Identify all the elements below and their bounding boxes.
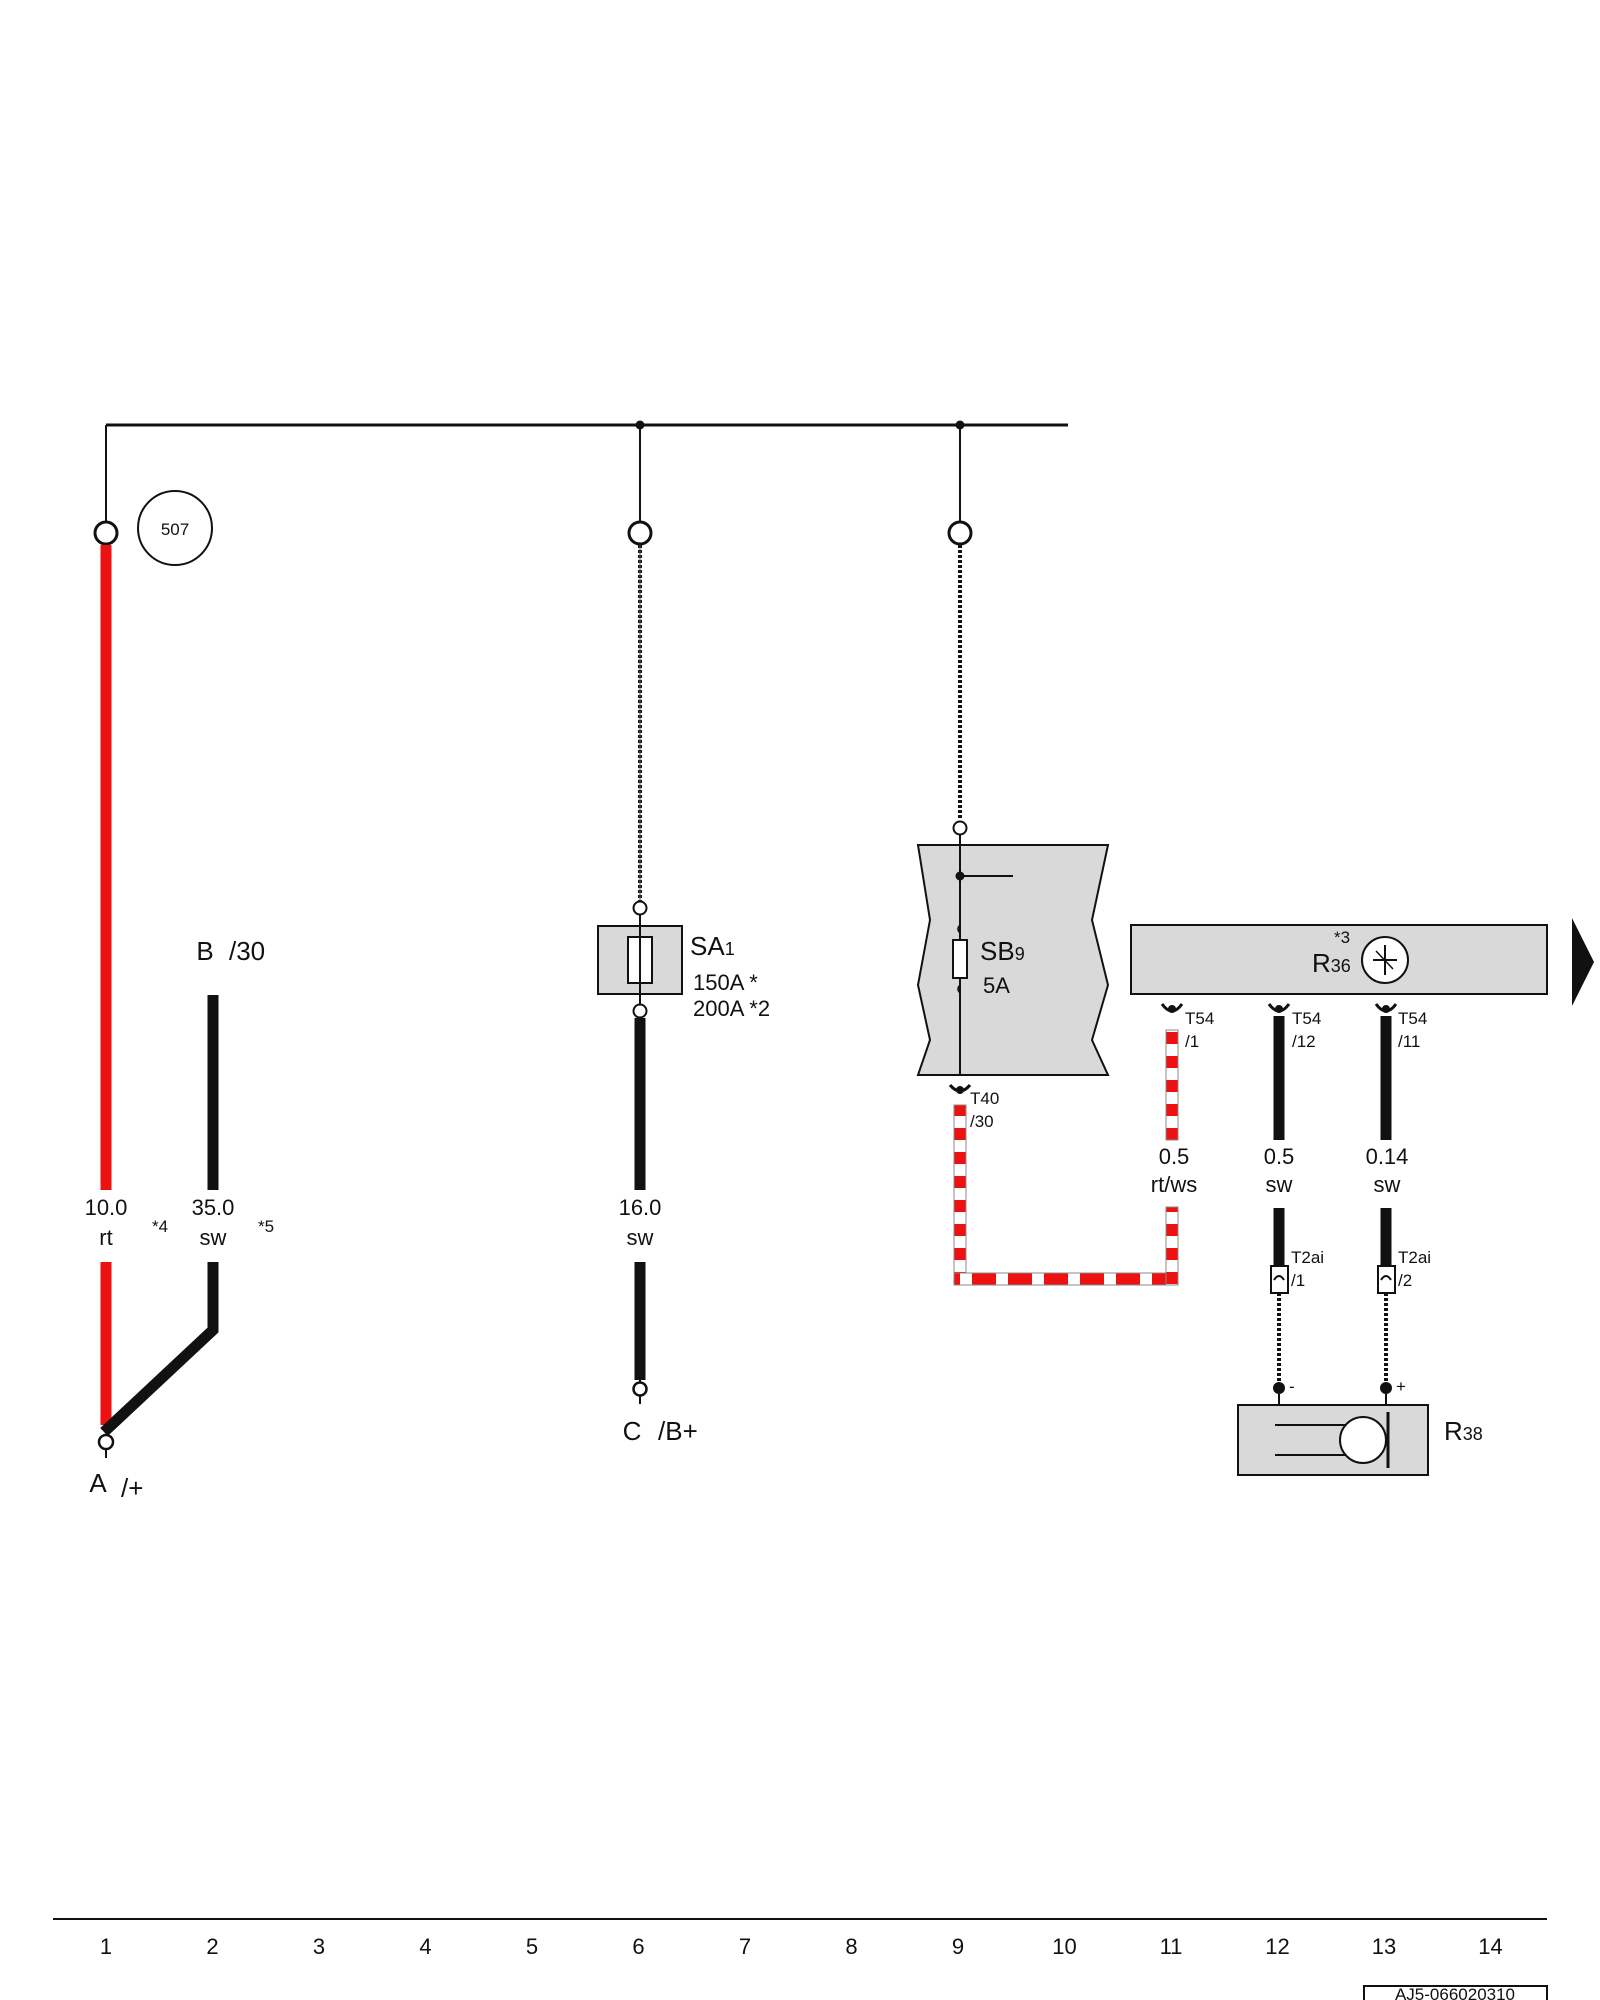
r38-speaker: R38 xyxy=(1237,1394,1483,1476)
bus-line-30 xyxy=(105,420,1068,522)
wire-color: sw xyxy=(1374,1172,1401,1197)
wire-footnote: *4 xyxy=(152,1217,168,1236)
connector-t2ai-2: T2ai /2 xyxy=(1377,1248,1431,1294)
connector-pin: /1 xyxy=(1185,1032,1199,1051)
wire-gauge: 10.0 xyxy=(85,1195,128,1220)
wire-gauge: 35.0 xyxy=(192,1195,235,1220)
column-number: 13 xyxy=(1372,1934,1396,1959)
column-number: 3 xyxy=(313,1934,325,1959)
connector-id: T54 xyxy=(1398,1009,1427,1028)
polarity-plus: + xyxy=(1396,1377,1406,1396)
column-number: 11 xyxy=(1160,1934,1183,1959)
diagram-id: AJ5-066020310 xyxy=(1395,1985,1515,2000)
fuse-rating: 5A xyxy=(983,973,1010,998)
connection-letter: C xyxy=(623,1416,642,1446)
connector-pin: /1 xyxy=(1291,1271,1305,1290)
wire-column-6: SA1 150A * 200A *2 16.0 sw C /B+ xyxy=(597,520,770,1446)
fuse-rating: 200A *2 xyxy=(693,996,770,1021)
connector-pin: /2 xyxy=(1398,1271,1412,1290)
sb9-label: SB9 xyxy=(980,936,1025,966)
connection-terminal: /B+ xyxy=(658,1416,698,1446)
r38-label: R38 xyxy=(1444,1416,1483,1446)
diagram-id-box: AJ5-066020310 xyxy=(1363,1985,1548,2000)
connector-t40: T40 /30 xyxy=(948,1083,999,1131)
fuse-rating: 150A * xyxy=(693,970,758,995)
polarity-minus: - xyxy=(1289,1377,1295,1396)
sa1-label: SA1 xyxy=(690,931,735,961)
column-number: 10 xyxy=(1052,1934,1076,1959)
sb9-fuse-carrier xyxy=(916,835,1110,1076)
reference-number: 507 xyxy=(161,520,189,539)
connector-t54-12: T54 /12 xyxy=(1267,1003,1321,1051)
column-number: 4 xyxy=(419,1934,431,1959)
wire-gauge: 16.0 xyxy=(619,1195,662,1220)
wire-gauge: 0.5 xyxy=(1264,1144,1295,1169)
wire-color: rt/ws xyxy=(1151,1172,1197,1197)
column-number: 7 xyxy=(739,1934,751,1959)
column-number: 2 xyxy=(206,1934,218,1959)
connection-terminal: /+ xyxy=(121,1473,143,1503)
column-number: 9 xyxy=(952,1934,964,1959)
connector-id: T54 xyxy=(1185,1009,1214,1028)
connector-t2ai-1: T2ai /1 xyxy=(1270,1248,1324,1294)
wire-column-9: SB9 5A T40 /30 xyxy=(916,520,1110,1131)
wire-gauge: 0.5 xyxy=(1159,1144,1190,1169)
connector-t54-11: T54 /11 xyxy=(1374,1003,1427,1051)
connector-pin: /12 xyxy=(1292,1032,1316,1051)
connection-letter: A xyxy=(89,1468,107,1498)
connection-a: A /+ xyxy=(89,1433,143,1503)
column-number: 14 xyxy=(1478,1934,1502,1959)
speaker-icon xyxy=(1275,1412,1390,1468)
column-number: 5 xyxy=(526,1934,538,1959)
connection-terminal: /30 xyxy=(229,936,265,966)
connector-t54-1: T54 /1 xyxy=(1160,1003,1214,1051)
wire-column-2: 35.0 sw *5 B /30 xyxy=(100,936,274,1437)
wire-color: sw xyxy=(627,1225,654,1250)
wire-rt-ws-loop xyxy=(953,1029,1179,1286)
continuation-arrow-icon xyxy=(1572,918,1594,1006)
connector-id: T2ai xyxy=(1398,1248,1431,1267)
terminal-circle xyxy=(93,520,119,546)
column-number: 1 xyxy=(100,1934,112,1959)
wire-color: rt xyxy=(99,1225,112,1250)
component-footnote: *3 xyxy=(1334,928,1350,947)
connection-c: C /B+ xyxy=(623,1416,698,1446)
column-number: 12 xyxy=(1265,1934,1289,1959)
wire-column-1: 507 10.0 rt *4 xyxy=(85,490,213,1425)
column-number: 6 xyxy=(632,1934,644,1959)
reference-circle-507: 507 xyxy=(137,490,213,566)
amplifier-icon xyxy=(1361,936,1409,984)
sa1-fuse-box xyxy=(597,925,683,995)
wire-color: sw xyxy=(1266,1172,1293,1197)
wire-gauge: 0.14 xyxy=(1366,1144,1409,1169)
column-number: 8 xyxy=(845,1934,857,1959)
connector-pin: /11 xyxy=(1398,1032,1420,1051)
wire-column-13: 0.14 sw T2ai /2 + xyxy=(1366,1016,1431,1396)
connector-id: T54 xyxy=(1292,1009,1321,1028)
r36-label: R36 xyxy=(1312,948,1351,978)
connector-pin: /30 xyxy=(970,1112,994,1131)
connector-id: T2ai xyxy=(1291,1248,1324,1267)
wire-color: sw xyxy=(200,1225,227,1250)
r36-control-unit: R36 *3 xyxy=(1130,918,1594,1006)
connection-letter: B xyxy=(196,936,213,966)
wire-footnote: *5 xyxy=(258,1217,274,1236)
connector-id: T40 xyxy=(970,1089,999,1108)
wire-column-12: 0.5 sw T2ai /1 - xyxy=(1264,1016,1324,1396)
